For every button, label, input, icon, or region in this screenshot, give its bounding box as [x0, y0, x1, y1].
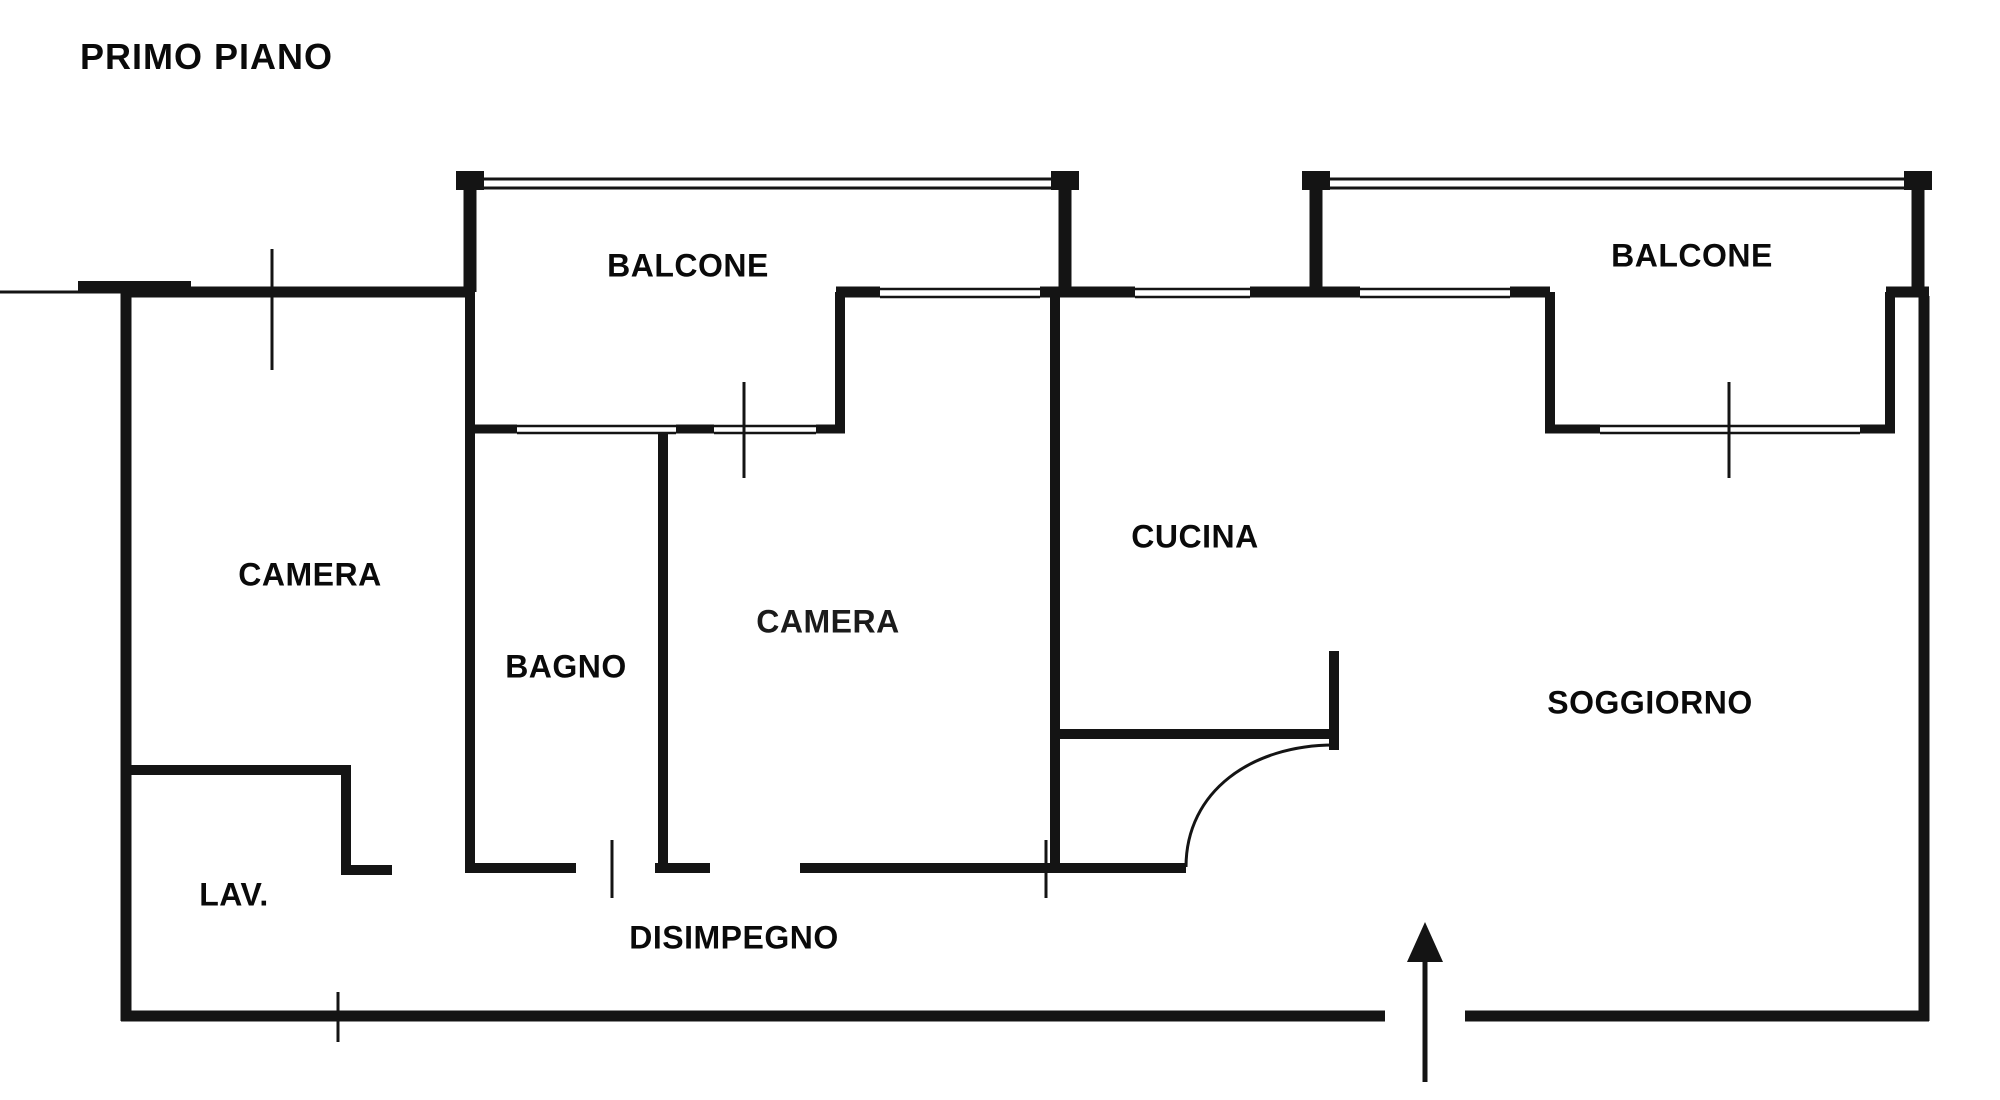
room-label-balcone-2: BALCONE — [1611, 237, 1773, 274]
room-label-bagno: BAGNO — [505, 648, 627, 685]
interior-walls — [121, 292, 1339, 1042]
entrance-arrow-icon — [1407, 922, 1443, 1082]
room-label-disimpegno: DISIMPEGNO — [629, 919, 839, 956]
room-label-balcone-1: BALCONE — [607, 247, 769, 284]
room-label-lav: LAV. — [199, 876, 269, 913]
balcony-2-walls — [1302, 171, 1932, 296]
facade-windows — [270, 249, 1895, 478]
floor-title: PRIMO PIANO — [80, 36, 334, 77]
room-label-soggiorno: SOGGIORNO — [1547, 684, 1753, 721]
exterior-walls — [0, 281, 1930, 1022]
room-label-camera-1: CAMERA — [238, 556, 382, 593]
room-label-cucina: CUCINA — [1131, 518, 1259, 555]
balcony-1-walls — [456, 171, 1079, 292]
room-label-camera-2: CAMERA — [756, 603, 900, 640]
